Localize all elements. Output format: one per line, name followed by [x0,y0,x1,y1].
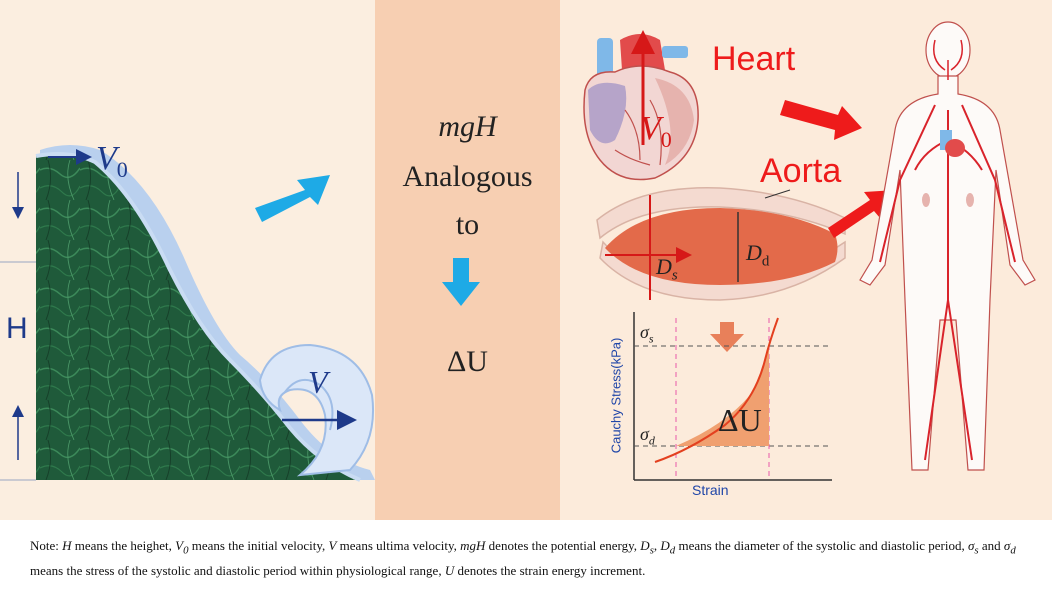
blue-arrow-left [255,175,330,222]
heart-v0-label: V0 [640,110,672,152]
wave-illustration [258,343,375,477]
graph-xlabel: Strain [692,482,729,498]
heart-label: Heart [712,40,796,78]
heart-illustration [583,34,699,181]
stress-strain-graph [633,312,832,481]
left-v-label: V [308,364,328,400]
body-illustration [859,21,1036,471]
dd-label: Dd [746,240,770,270]
delta-u-text: ΔU [447,345,488,378]
red-arrow-aorta [828,190,895,238]
left-v0-label: V0 [96,140,128,182]
orange-down-arrow [710,322,744,352]
sigma-s-label: σs [640,322,654,346]
mgh-text: mgH [438,110,497,143]
height-marker [0,172,36,481]
sigma-d-label: σd [640,424,655,448]
stress-strain-curve [654,317,779,463]
blue-down-arrow [442,258,480,306]
to-text: to [455,208,480,241]
left-h-label: H [6,312,28,345]
aorta-leader-line [764,189,791,199]
analogous-text: Analogous [402,160,533,193]
strain-energy-area [676,346,769,446]
red-arrow-heart [780,100,862,140]
figure-note: Note: H means the heighet, V0 means the … [30,538,1016,578]
ds-label: Ds [656,254,678,284]
graph-delta-u-label: ΔU [718,402,762,438]
hill-illustration [35,145,375,482]
aorta-label: Aorta [760,152,842,190]
aorta-vessel [596,187,846,301]
graph-ylabel: Cauchy Stress(kPa) [608,337,624,454]
